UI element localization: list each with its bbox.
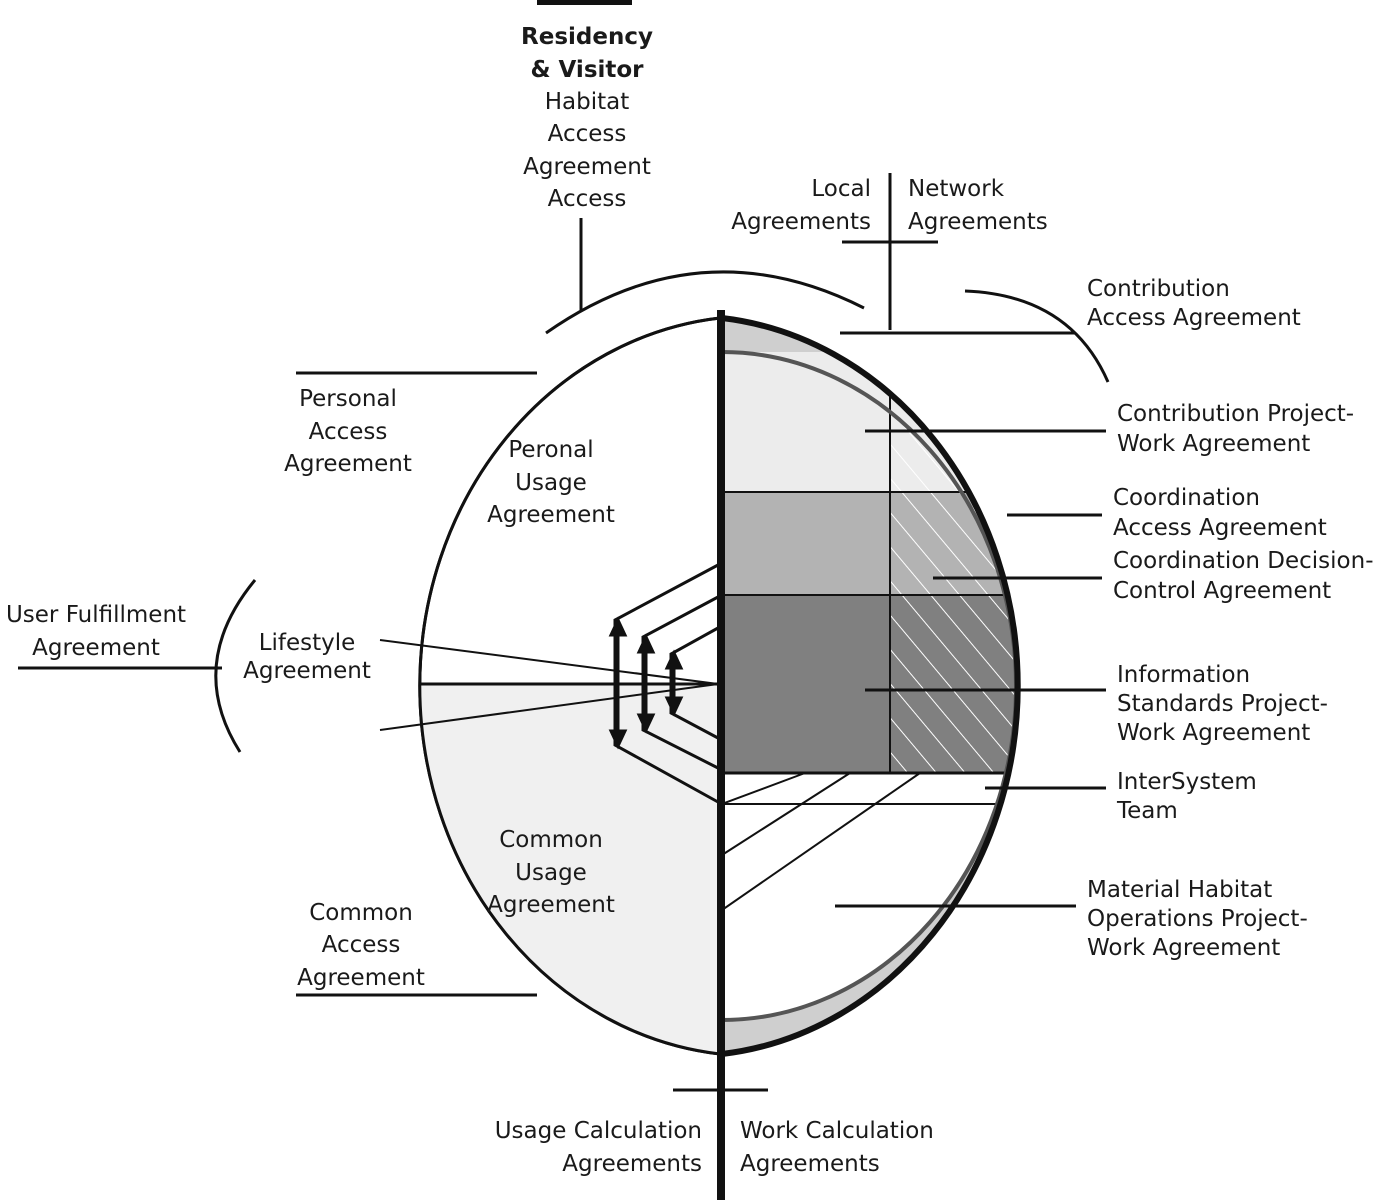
svg-text:Agreements: Agreements	[562, 1151, 702, 1177]
residency-visitor-label: Residency & Visitor Habitat Access Agree…	[521, 24, 653, 212]
svg-text:Agreement: Agreement	[297, 965, 425, 991]
svg-text:User Fulfillment: User Fulfillment	[6, 602, 186, 628]
svg-text:& Visitor: & Visitor	[530, 57, 644, 83]
user-fulfillment-label: User Fulfillment Agreement	[6, 602, 186, 661]
svg-text:Network: Network	[908, 176, 1005, 202]
svg-text:Agreement: Agreement	[523, 154, 651, 180]
svg-text:Lifestyle: Lifestyle	[259, 630, 356, 656]
contribution-access-label: Contribution Access Agreement	[1087, 276, 1301, 331]
svg-text:Contribution: Contribution	[1087, 276, 1230, 302]
right-half-ellipse	[721, 315, 1021, 1057]
svg-text:Operations Project-: Operations Project-	[1087, 906, 1308, 932]
svg-text:Work Agreement: Work Agreement	[1117, 720, 1310, 746]
svg-text:Contribution Project-: Contribution Project-	[1117, 401, 1354, 427]
svg-text:Habitat: Habitat	[545, 89, 630, 115]
coordination-decision-label: Coordination Decision- Control Agreement	[1113, 548, 1374, 604]
svg-text:Agreements: Agreements	[908, 209, 1048, 235]
svg-text:Peronal: Peronal	[508, 437, 593, 463]
usage-calculation-label: Usage Calculation Agreements	[495, 1118, 702, 1177]
svg-text:Usage: Usage	[515, 860, 587, 886]
svg-text:Access: Access	[309, 419, 388, 445]
information-standards-label: Information Standards Project- Work Agre…	[1117, 662, 1328, 746]
svg-text:Common: Common	[309, 900, 413, 926]
contribution-arc	[964, 289, 1110, 383]
svg-text:Control Agreement: Control Agreement	[1113, 578, 1331, 604]
svg-text:Agreement: Agreement	[487, 502, 615, 528]
svg-text:Access: Access	[548, 121, 627, 147]
svg-text:Common: Common	[499, 827, 603, 853]
left-half-ellipse	[418, 316, 722, 1056]
svg-text:Agreement: Agreement	[32, 635, 160, 661]
svg-text:Usage: Usage	[515, 470, 587, 496]
network-agreements-label: Network Agreements	[908, 176, 1048, 235]
common-access-label: Common Access Agreement	[297, 900, 425, 991]
svg-text:InterSystem: InterSystem	[1117, 769, 1257, 795]
svg-text:Agreements: Agreements	[731, 209, 871, 235]
svg-text:Residency: Residency	[521, 24, 653, 50]
svg-text:Team: Team	[1116, 798, 1178, 824]
contribution-project-label: Contribution Project- Work Agreement	[1117, 401, 1354, 457]
intersystem-team-label: InterSystem Team	[1116, 769, 1257, 824]
svg-text:Personal: Personal	[299, 386, 397, 412]
svg-text:Work Agreement: Work Agreement	[1117, 431, 1310, 457]
lifestyle-label: Lifestyle Agreement	[243, 630, 371, 684]
svg-text:Usage Calculation: Usage Calculation	[495, 1118, 702, 1144]
svg-text:Coordination: Coordination	[1113, 485, 1260, 511]
svg-text:Agreement: Agreement	[487, 892, 615, 918]
svg-text:Coordination Decision-: Coordination Decision-	[1113, 548, 1374, 574]
svg-text:Agreement: Agreement	[243, 658, 371, 684]
svg-text:Work Agreement: Work Agreement	[1087, 935, 1280, 961]
svg-text:Access: Access	[322, 932, 401, 958]
svg-text:Work Calculation: Work Calculation	[740, 1118, 934, 1144]
nested-hexagons	[613, 563, 719, 804]
svg-text:Access: Access	[548, 186, 627, 212]
svg-text:Local: Local	[811, 176, 871, 202]
svg-text:Access Agreement: Access Agreement	[1087, 305, 1301, 331]
svg-text:Material Habitat: Material Habitat	[1087, 877, 1272, 903]
work-calculation-label: Work Calculation Agreements	[740, 1118, 934, 1177]
svg-text:Information: Information	[1117, 662, 1250, 688]
personal-usage-label: Peronal Usage Agreement	[487, 437, 615, 528]
local-agreements-label: Local Agreements	[731, 176, 871, 235]
svg-text:Access Agreement: Access Agreement	[1113, 515, 1327, 541]
residency-arc	[545, 270, 865, 335]
coordination-access-label: Coordination Access Agreement	[1113, 485, 1327, 541]
user-fulfillment-arc	[214, 579, 257, 753]
common-usage-label: Common Usage Agreement	[487, 827, 615, 918]
personal-access-label: Personal Access Agreement	[284, 386, 412, 477]
hexagon-arrows	[608, 616, 684, 750]
material-habitat-label: Material Habitat Operations Project- Wor…	[1087, 877, 1308, 961]
svg-text:Agreement: Agreement	[284, 451, 412, 477]
svg-text:Agreements: Agreements	[740, 1151, 880, 1177]
svg-text:Standards Project-: Standards Project-	[1117, 691, 1328, 717]
